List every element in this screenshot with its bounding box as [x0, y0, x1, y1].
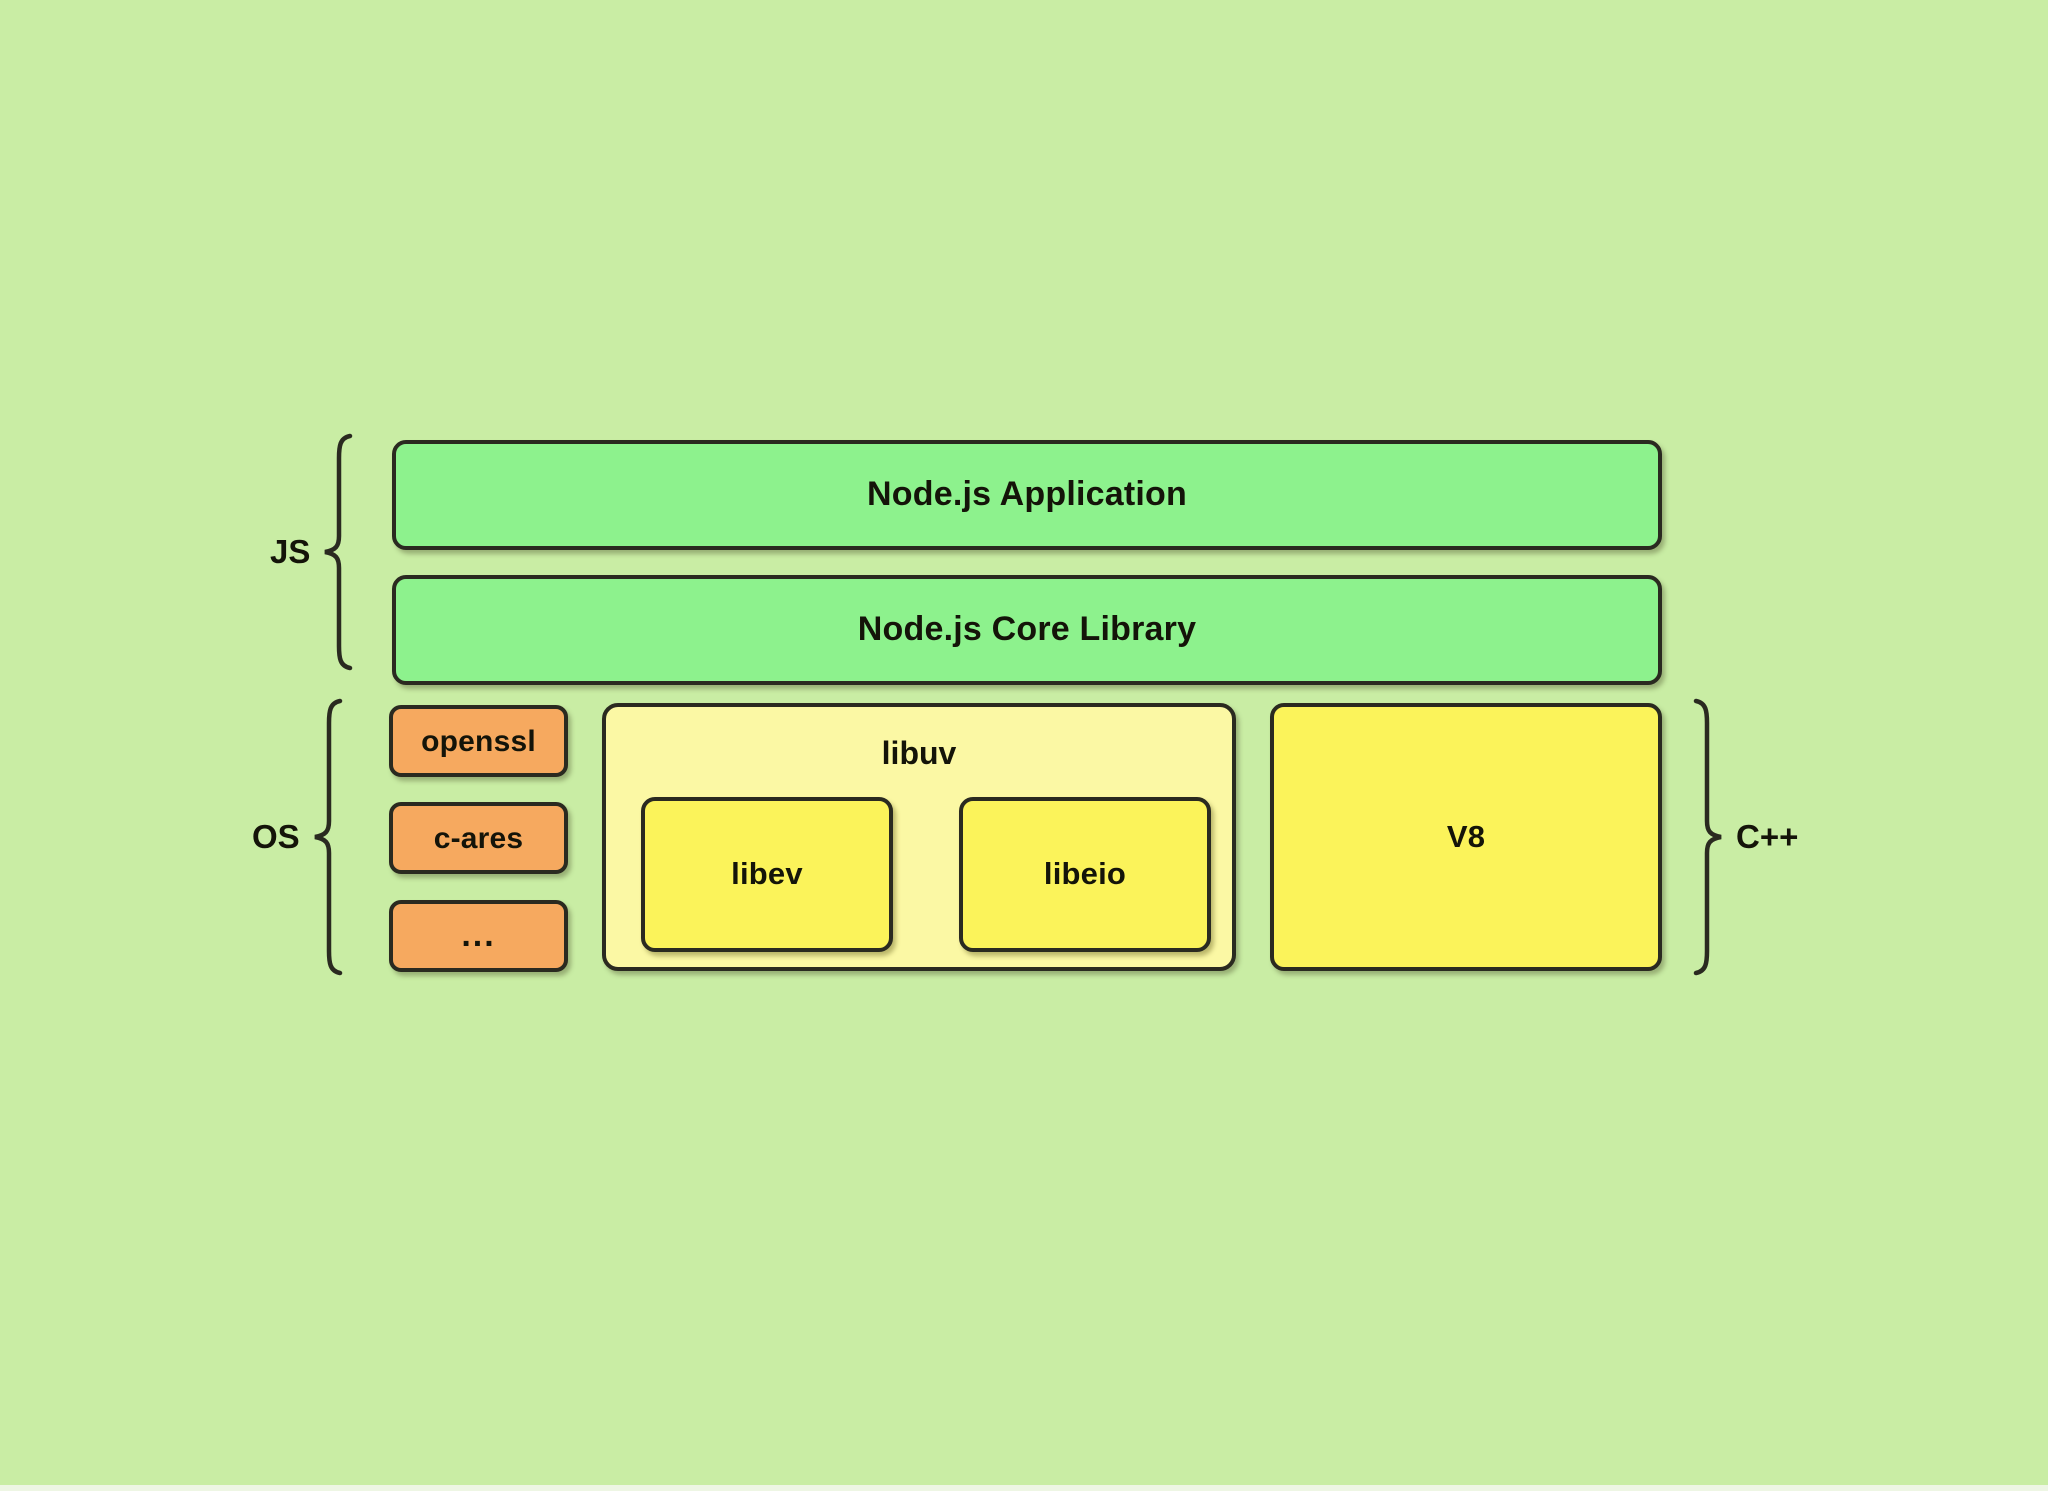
v8-box[interactable]: V8: [1270, 703, 1662, 971]
libeio-label: libeio: [1043, 856, 1127, 892]
js-layer-brace-group: JS: [270, 432, 354, 672]
openssl-label: openssl: [421, 724, 536, 758]
cpp-layer-brace-group: C++: [1692, 697, 1798, 977]
left-curly-brace-icon: [314, 698, 342, 976]
js-layer-label: JS: [270, 533, 311, 570]
libev-box[interactable]: libev: [641, 797, 893, 952]
node-core-library-label: Node.js Core Library: [857, 610, 1197, 649]
c-ares-label: c-ares: [433, 821, 524, 855]
cpp-layer-label: C++: [1736, 818, 1799, 855]
libev-label: libev: [731, 856, 803, 892]
node-core-library-box[interactable]: Node.js Core Library: [392, 575, 1662, 685]
libuv-label: libuv: [881, 735, 957, 771]
node-application-label: Node.js Application: [867, 475, 1187, 514]
os-layer-label: OS: [252, 818, 300, 855]
left-curly-brace-icon: [324, 433, 353, 671]
bottom-edge-strip: [0, 1485, 2048, 1491]
c-ares-box[interactable]: c-ares: [389, 802, 568, 874]
libeio-box[interactable]: libeio: [959, 797, 1211, 952]
libuv-container-box[interactable]: libuv libev libeio: [602, 703, 1236, 971]
openssl-box[interactable]: openssl: [389, 705, 568, 777]
node-application-box[interactable]: Node.js Application: [392, 440, 1662, 550]
v8-label: V8: [1446, 818, 1486, 854]
os-layer-brace-group: OS: [252, 697, 344, 977]
right-curly-brace-icon: [1693, 698, 1722, 976]
more-os-libraries-box[interactable]: ...: [389, 900, 568, 972]
ellipsis-label: ...: [461, 916, 496, 955]
